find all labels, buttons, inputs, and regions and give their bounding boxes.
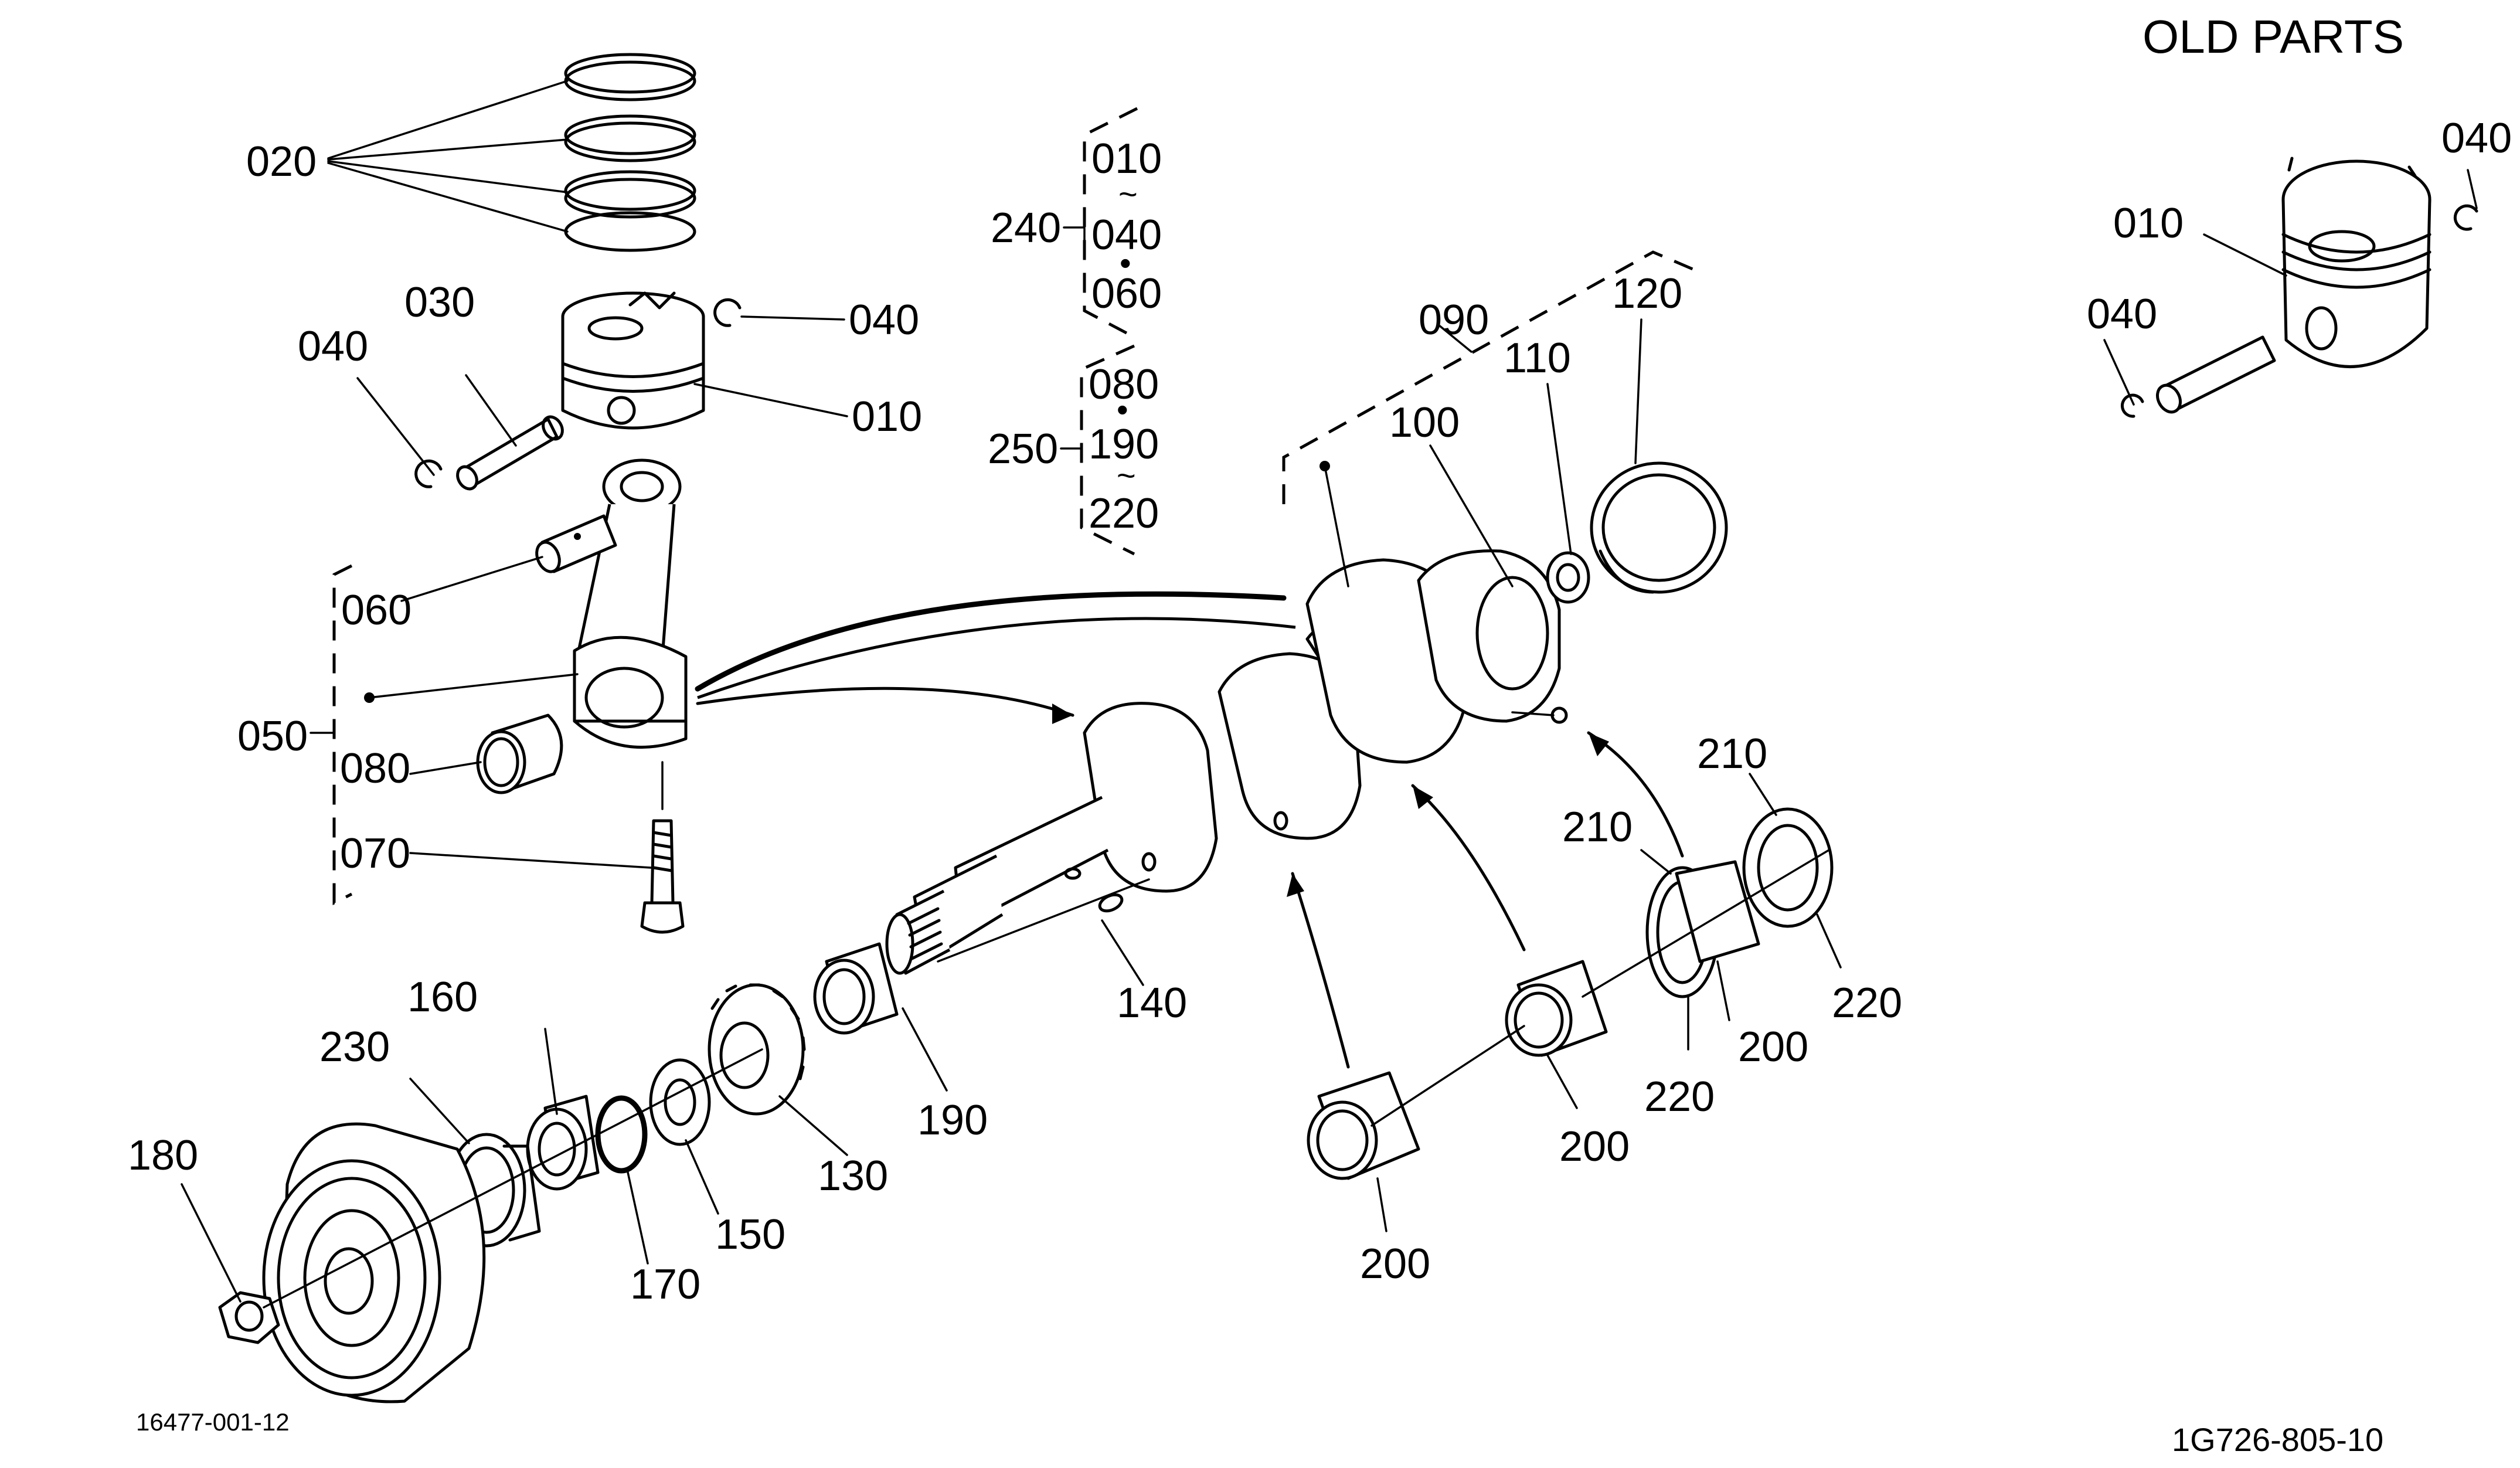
old-circlip-top-graphic [2453, 204, 2478, 231]
callout-conrod-assembly: 050 [237, 713, 308, 760]
footer-left-code: 16477-001-12 [136, 1408, 290, 1436]
kit-250-line-1: 080 [1089, 361, 1159, 408]
circlip-left-graphic [414, 459, 443, 488]
callout-thrust-washer-b: 210 [1697, 730, 1767, 777]
kit-250-line-4: ~ [1117, 457, 1136, 494]
rod-bolt-graphic [640, 761, 685, 934]
callout-pulley-nut: 180 [128, 1132, 198, 1179]
callout-old-piston: 010 [2113, 200, 2184, 247]
callout-circlip-right: 040 [849, 297, 919, 344]
assembly-arrows [696, 687, 1684, 1069]
kit-250-line-5: 220 [1089, 490, 1159, 537]
leader-lines [181, 169, 2478, 1303]
footer-right-code: 1G726-805-10 [2172, 1421, 2383, 1458]
kit-240-bracket [1063, 107, 1138, 339]
callout-thrust-washer-c: 220 [1644, 1073, 1715, 1120]
callout-crankshaft-gear: 130 [818, 1153, 888, 1199]
old-parts-heading: OLD PARTS [2142, 11, 2404, 63]
callout-rod-bolt: 070 [340, 830, 410, 877]
callout-thrust-washer-d: 220 [1832, 980, 1902, 1027]
piston-pin-graphic [456, 415, 564, 491]
callout-bushing: 060 [341, 587, 412, 634]
bushing-graphic [535, 514, 617, 573]
crankshaft-graphic [885, 549, 1568, 975]
callout-thrust-washer-a: 210 [1562, 804, 1633, 851]
piston-graphic [561, 291, 705, 430]
kit-240-line-4: • [1120, 244, 1131, 281]
front-stack-axis [263, 1048, 763, 1309]
callout-crankshaft-assembly: 090 [1419, 297, 1489, 344]
collar-graphic [649, 1058, 711, 1146]
callout-crank-pin-bearing: 080 [340, 745, 410, 792]
oil-slinger-graphic [526, 1095, 600, 1191]
shaft-axis [937, 878, 1150, 963]
pulley-graphic [262, 1122, 486, 1404]
crank-pin-bearing-graphic [476, 713, 563, 794]
callout-main-bearing-b: 200 [1559, 1123, 1630, 1170]
piston-rings-graphic [327, 53, 696, 252]
callout-front-bearing: 190 [917, 1097, 988, 1144]
ball-bearing-graphic [1546, 551, 1590, 604]
callout-crankshaft: 100 [1389, 399, 1460, 446]
thrust-assembly-graphic [1645, 807, 1834, 998]
main-bearing-bottom-graphic [1307, 1071, 1420, 1180]
connector-curve [695, 591, 1555, 716]
kit-240-line-5: 060 [1091, 270, 1162, 317]
crankshaft-assembly-bracket [1282, 250, 1695, 587]
connecting-rod-graphic [573, 458, 688, 749]
oil-seal-rear-graphic [1590, 461, 1728, 594]
kit-240-line-3: 040 [1091, 212, 1162, 259]
bearing-axis [1370, 1025, 1525, 1127]
kit-250-line-2: • [1117, 391, 1128, 428]
circlip-right-graphic [713, 298, 742, 327]
callout-main-bearing-a: 200 [1360, 1241, 1430, 1287]
callout-circlip-left: 040 [298, 323, 368, 370]
callout-piston-rings: 020 [246, 138, 317, 185]
kit-240-code: 240 [991, 205, 1061, 252]
callout-ball-bearing: 110 [1504, 335, 1571, 382]
kit-250-code: 250 [988, 426, 1058, 473]
old-piston-graphic [2281, 157, 2431, 368]
pulley-nut-graphic [218, 1291, 280, 1344]
callout-oil-slinger: 160 [407, 974, 478, 1021]
conrod-assembly-bracket [310, 564, 579, 906]
callout-oil-seal-rear: 120 [1612, 270, 1682, 317]
callout-piston-pin: 030 [404, 279, 475, 326]
callout-piston: 010 [852, 393, 922, 440]
callout-collar: 150 [715, 1211, 785, 1258]
main-bearing-middle-graphic [1505, 960, 1608, 1057]
callout-feather-key: 140 [1117, 980, 1187, 1027]
kit-240-line-2: ~ [1118, 175, 1138, 212]
callout-main-bearing-c: 200 [1738, 1024, 1808, 1071]
crankshaft-gear-graphic [708, 983, 806, 1116]
callout-old-circlip-bottom: 040 [2087, 291, 2157, 338]
crankshaft-bearing-front-graphic [813, 942, 899, 1035]
kit-250-line-3: 190 [1089, 421, 1159, 468]
callout-o-ring: 170 [630, 1261, 700, 1308]
callout-oil-seal-front: 230 [319, 1024, 390, 1071]
o-ring-graphic [595, 1095, 648, 1174]
old-circlip-bottom-graphic [2120, 393, 2144, 418]
old-piston-pin-graphic [2156, 335, 2276, 414]
callout-old-circlip-top: 040 [2441, 115, 2512, 162]
kit-250-bracket [1060, 344, 1135, 556]
kit-240-line-1: 010 [1091, 135, 1162, 182]
thrust-axis [1582, 849, 1830, 998]
